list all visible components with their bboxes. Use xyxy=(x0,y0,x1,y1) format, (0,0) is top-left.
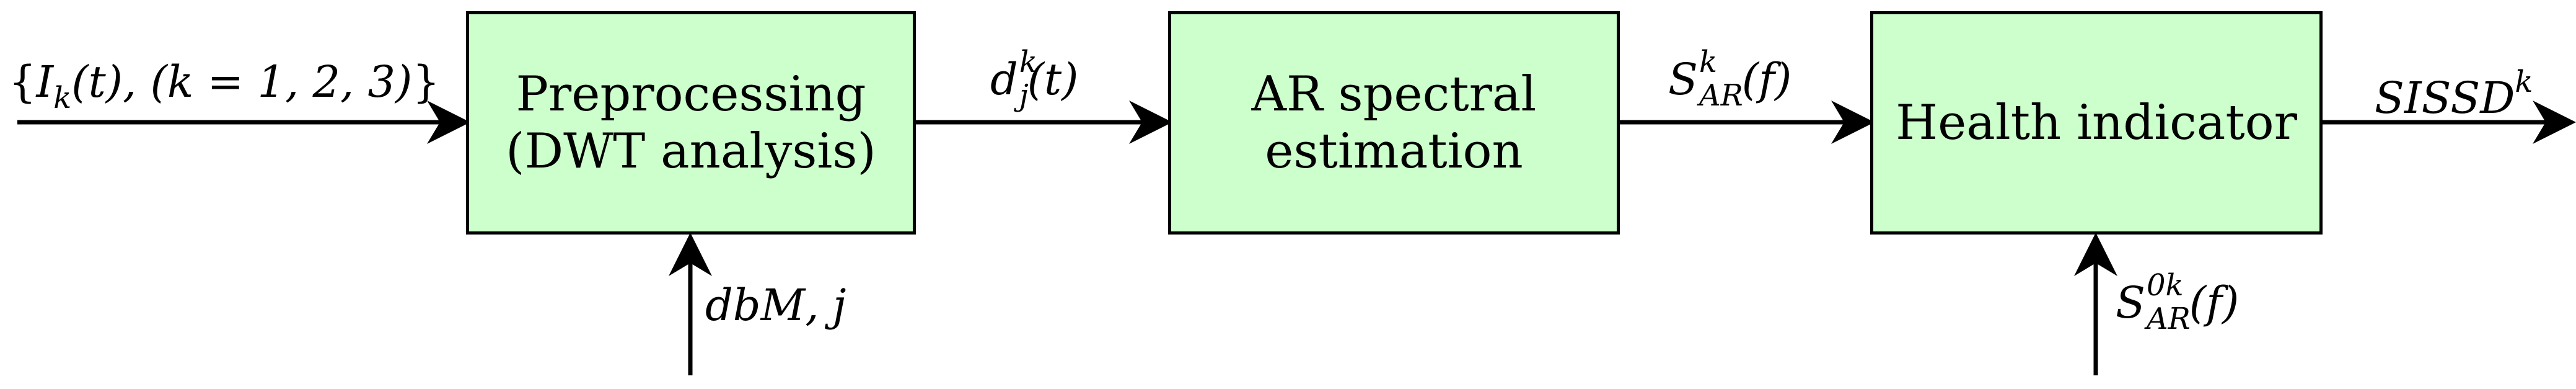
output-label: SISSDk xyxy=(2375,57,2533,123)
s-sup: k xyxy=(1699,45,1718,79)
input-signal-label: {Ik(t), (k = 1, 2, 3)} xyxy=(9,57,440,123)
d-sup: k xyxy=(1019,45,1037,79)
s-var: S xyxy=(1668,54,1698,105)
preprocessing-label-line2: (DWT analysis) xyxy=(506,123,876,179)
preprocessing-block: Preprocessing (DWT analysis) xyxy=(466,11,916,235)
dwt-param-label: dbM, j xyxy=(705,280,846,330)
ref-arg: (f) xyxy=(2189,277,2240,328)
d-var: d xyxy=(990,54,1018,105)
ar-spectral-label-line1: AR spectral xyxy=(1251,66,1537,122)
input-var: I xyxy=(36,56,54,107)
health-indicator-block: Health indicator xyxy=(1870,11,2323,235)
ref-sub: AR xyxy=(2146,302,2191,336)
health-indicator-label: Health indicator xyxy=(1896,95,2297,151)
s-sub: AR xyxy=(1699,78,1743,113)
preprocessing-label-line1: Preprocessing xyxy=(516,66,866,122)
input-condition: (k = 1, 2, 3) xyxy=(150,56,413,107)
ref-sup: 0k xyxy=(2146,268,2184,303)
s-arg: (f) xyxy=(1741,54,1792,105)
output-sup: k xyxy=(2515,65,2533,99)
output-var: SISSD xyxy=(2375,73,2515,123)
input-arg: (t), xyxy=(71,56,137,107)
dwt-param-text: dbM, j xyxy=(705,280,846,331)
input-open-brace: { xyxy=(9,56,37,107)
d-sub: j xyxy=(1019,78,1029,113)
ar-spectral-label-line2: estimation xyxy=(1265,123,1523,179)
input-sub: k xyxy=(53,81,72,115)
ref-var: S xyxy=(2116,277,2145,328)
d-arg: (t) xyxy=(1027,54,1079,105)
ar-spectral-block: AR spectral estimation xyxy=(1168,11,1620,235)
input-close-brace: } xyxy=(412,56,440,107)
